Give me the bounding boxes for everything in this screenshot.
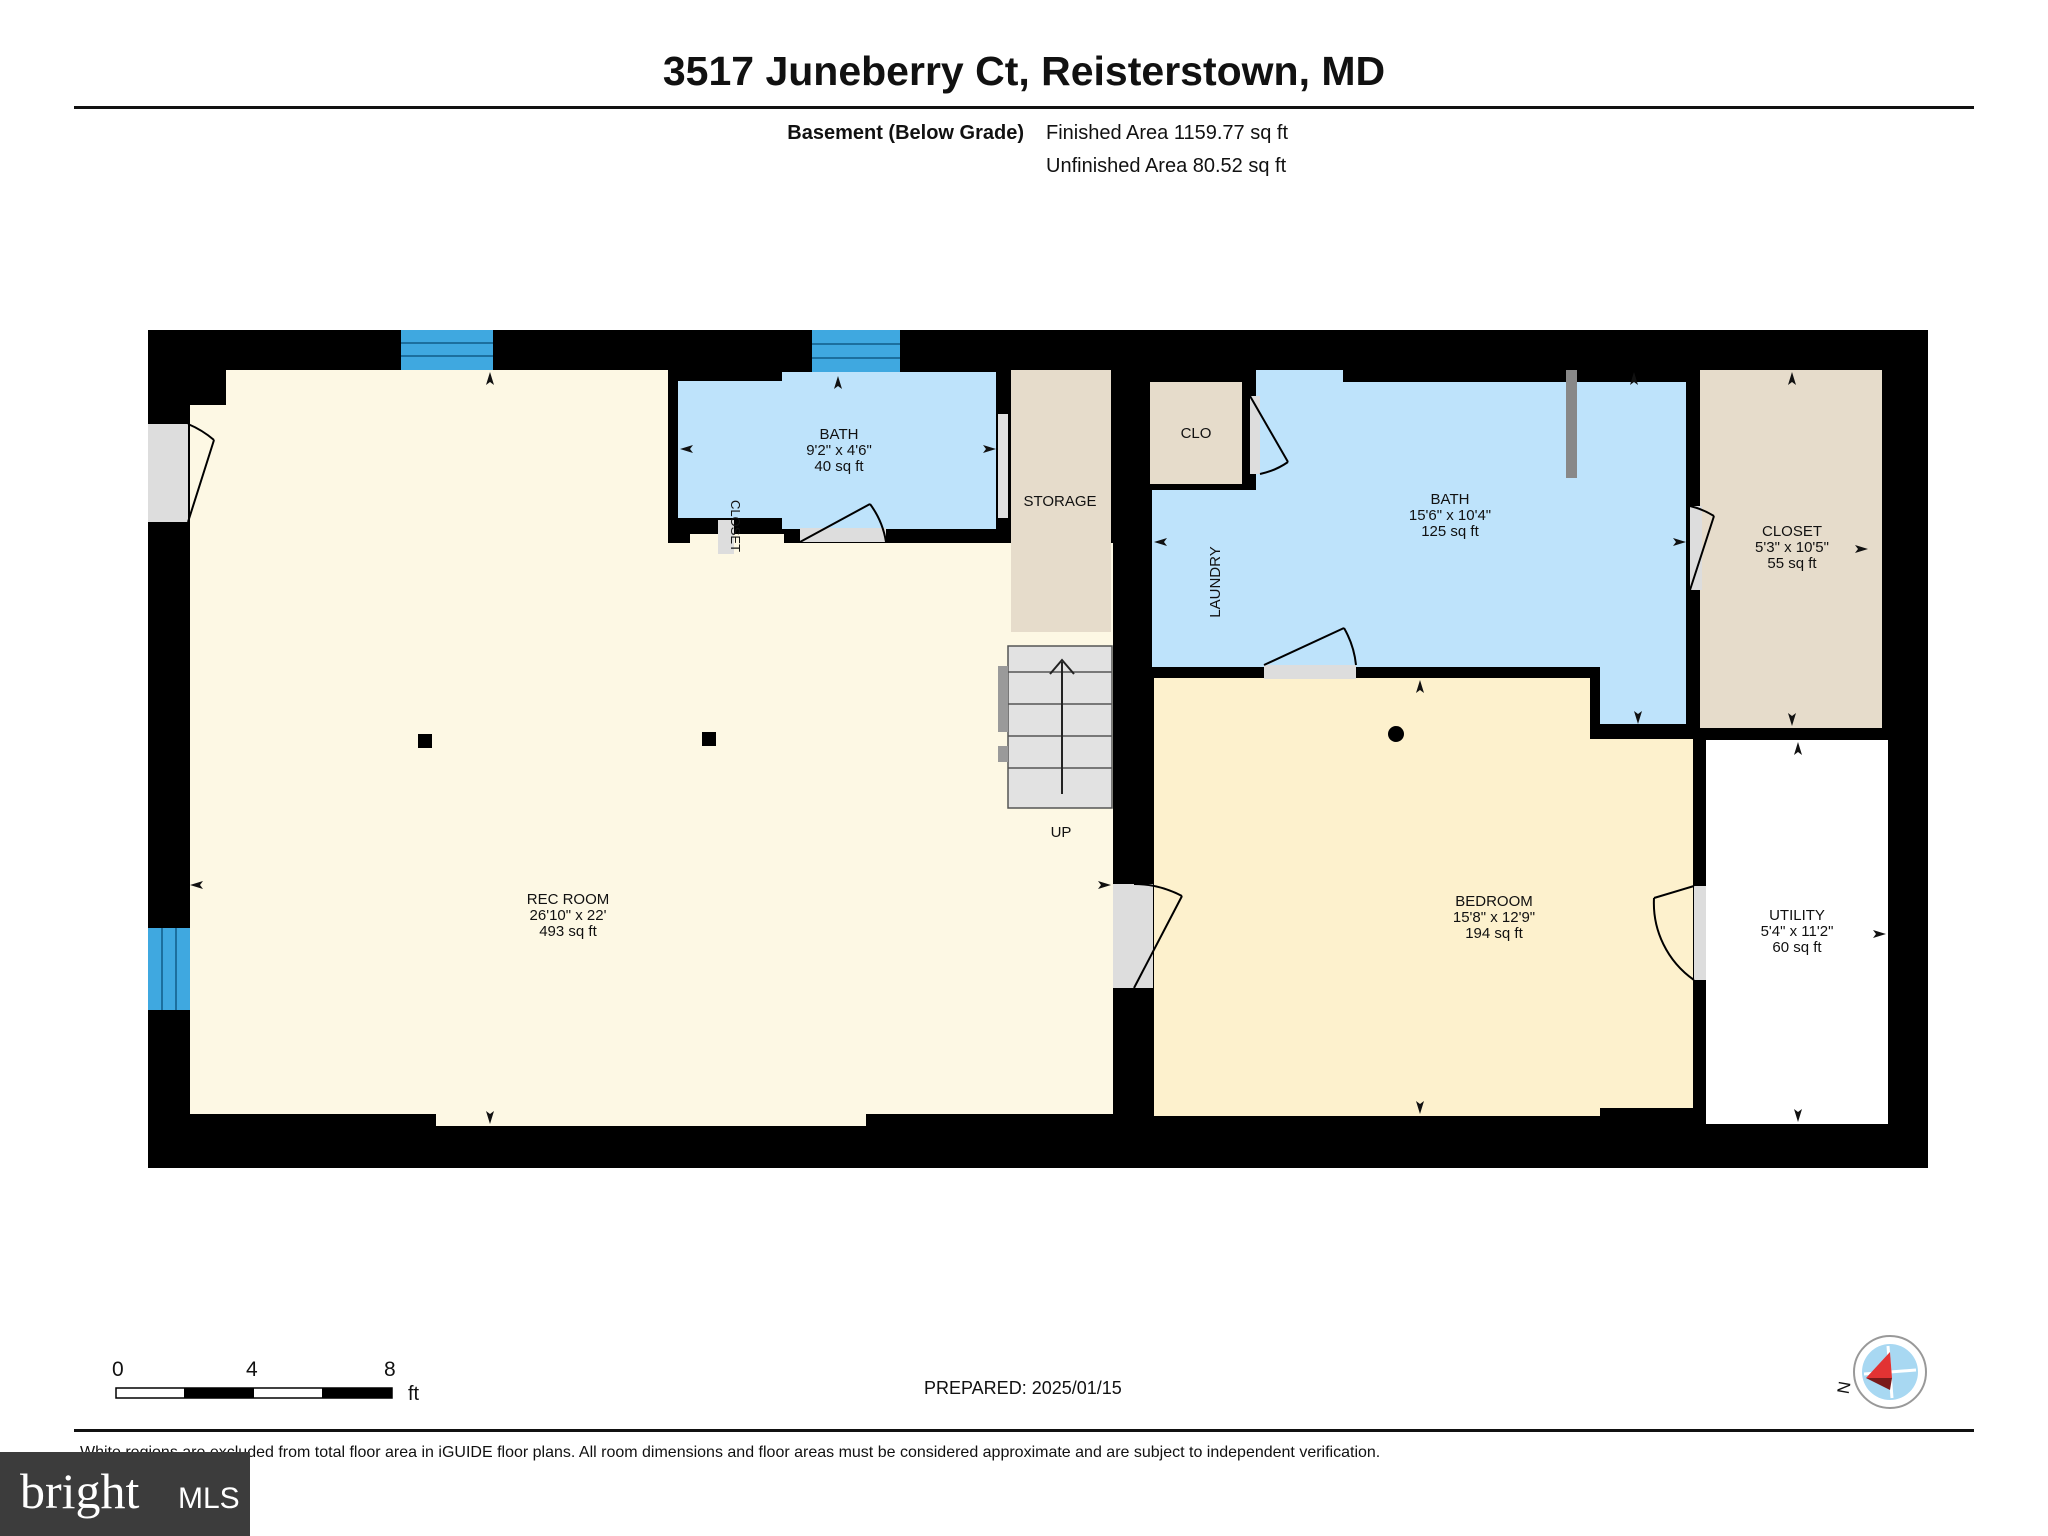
bath-small-dims: 9'2" x 4'6" <box>806 442 872 459</box>
door-utility <box>1694 886 1706 980</box>
level-name: Basement (Below Grade) <box>787 122 1024 144</box>
closet-large-area <box>1700 370 1882 728</box>
compass-north-label: N <box>1834 1380 1855 1395</box>
utility-name: UTILITY <box>1769 907 1825 924</box>
compass-icon <box>1853 1335 1927 1409</box>
door-bath-small <box>800 528 886 542</box>
bath-small-area-label: 40 sq ft <box>814 458 864 475</box>
storage-area <box>1011 370 1111 632</box>
rec-room-dims: 26'10" x 22' <box>530 907 607 924</box>
support-column <box>418 734 432 748</box>
door-rec-bedroom <box>1113 884 1153 988</box>
storage-name: STORAGE <box>1023 493 1096 510</box>
bath-wall-accent <box>998 414 1008 518</box>
bedroom-name: BEDROOM <box>1455 893 1533 910</box>
closet-large-dims: 5'3" x 10'5" <box>1755 539 1829 556</box>
bath-small-area <box>678 372 996 529</box>
bedroom-area-label: 194 sq ft <box>1465 925 1523 942</box>
header-divider <box>74 106 1974 109</box>
scale-tick-0: 0 <box>112 1358 124 1381</box>
bright-mls-logo: bright MLS <box>0 1452 250 1536</box>
bath-large-dims: 15'6" x 10'4" <box>1409 507 1491 524</box>
support-post <box>1388 726 1404 742</box>
bath-large-name: BATH <box>1431 491 1470 508</box>
closet-small-label: CLOSET <box>728 500 743 552</box>
stairs <box>998 645 1113 809</box>
clo-name: CLO <box>1181 425 1212 442</box>
prepared-date: PREPARED: 2025/01/15 <box>924 1378 1122 1398</box>
rec-room-area-label: 493 sq ft <box>539 923 597 940</box>
bath-large-area-label: 125 sq ft <box>1421 523 1479 540</box>
door-rec-exterior <box>148 424 188 522</box>
footer-divider <box>74 1429 1974 1432</box>
logo-suffix: MLS <box>178 1482 240 1515</box>
support-column <box>702 732 716 746</box>
laundry-label: LAUNDRY <box>1207 546 1224 617</box>
door-laundry <box>1264 665 1356 679</box>
rec-room-name: REC ROOM <box>527 891 610 908</box>
utility-area-label: 60 sq ft <box>1772 939 1822 956</box>
clo-area <box>1150 382 1242 484</box>
doors <box>148 395 1715 989</box>
bedroom-dims: 15'8" x 12'9" <box>1453 909 1535 926</box>
disclaimer-text: White regions are excluded from total fl… <box>80 1444 1381 1461</box>
scale-unit: ft <box>408 1383 420 1405</box>
window-rec-top <box>401 330 493 370</box>
bedroom-area <box>1154 678 1693 1116</box>
window-rec-left <box>148 928 190 1010</box>
stairs-label: UP <box>1051 824 1072 841</box>
scale-bar <box>115 1387 393 1399</box>
closet-large-name: CLOSET <box>1762 523 1822 540</box>
logo-brand: bright <box>20 1463 140 1519</box>
bath-small-name: BATH <box>820 426 859 443</box>
door-closet-large <box>1690 506 1702 590</box>
property-address-title: 3517 Juneberry Ct, Reisterstown, MD <box>662 48 1386 94</box>
door-closet-small <box>718 520 734 554</box>
scale-tick-4: 4 <box>246 1358 258 1381</box>
stairs-area <box>1008 646 1112 808</box>
finished-area: Finished Area 1159.77 sq ft <box>1046 122 1289 144</box>
utility-area <box>1706 740 1888 1124</box>
utility-dims: 5'4" x 11'2" <box>1761 923 1834 940</box>
closet-small-area <box>690 534 784 544</box>
rec-room-area <box>190 370 1113 1126</box>
scale-tick-8: 8 <box>384 1358 396 1381</box>
door-clo <box>1250 396 1260 474</box>
dimension-markers <box>190 372 1886 1124</box>
unfinished-area: Unfinished Area 80.52 sq ft <box>1046 155 1287 177</box>
window-bath-top <box>812 330 900 372</box>
closet-large-area-label: 55 sq ft <box>1767 555 1817 572</box>
partition-stub <box>1566 370 1577 478</box>
